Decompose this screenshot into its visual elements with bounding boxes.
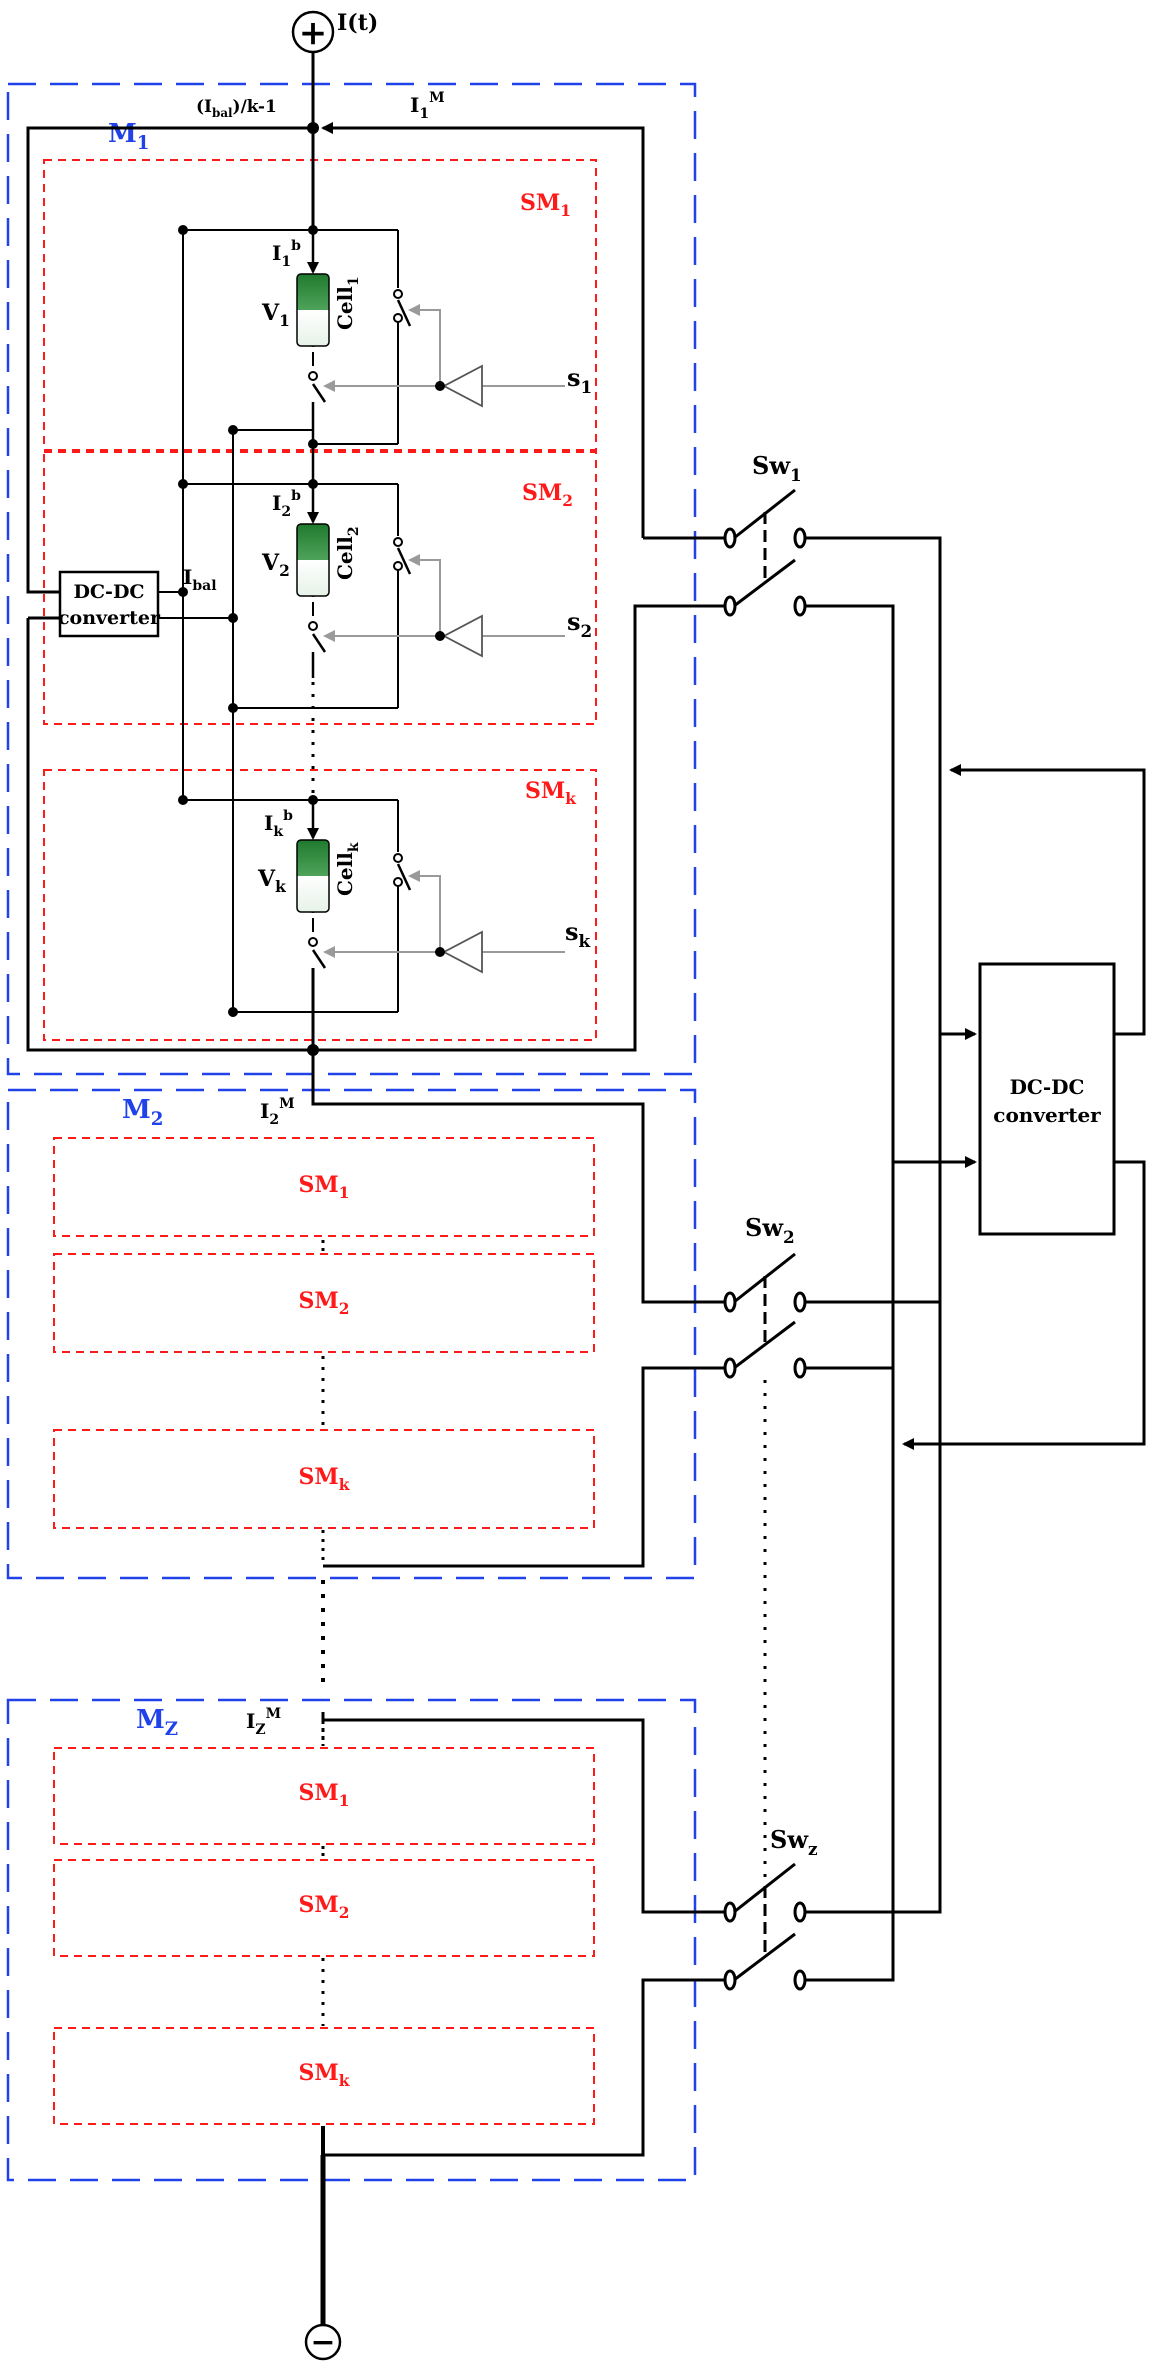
- m2-sm2-label: SM2: [299, 1288, 350, 1318]
- cell-2-name-label: Cell2: [333, 526, 362, 580]
- m2-submodule-k-border: [53, 1429, 595, 1529]
- negative-symbol: −: [310, 2325, 335, 2360]
- control-signal-wiring: [323, 304, 565, 958]
- m1-sm1-label: SM1: [520, 190, 571, 220]
- switch-sw1-label: Sw1: [752, 451, 802, 485]
- module-2-label: M2: [122, 1095, 163, 1130]
- m2-smk-label: SMk: [299, 1464, 350, 1494]
- module-z-current-label: IZM: [246, 1706, 281, 1738]
- inverter-k-icon: [442, 930, 483, 974]
- mz-submodule-2-border: [53, 1859, 595, 1957]
- module-z-border: [6, 1698, 697, 2182]
- m1-submodule-2-border: [43, 451, 597, 725]
- module-1-current-label: I1M: [410, 90, 445, 122]
- balance-current-label: (Ibal)/k-1: [196, 97, 277, 120]
- switch-sw2-label: Sw2: [745, 1213, 795, 1247]
- m2-submodule-2-border: [53, 1253, 595, 1353]
- input-current-label: I(t): [337, 10, 378, 36]
- cell-k-icon: [296, 839, 330, 913]
- main-converter-line1: DC-DC: [1010, 1075, 1085, 1099]
- module-z-wiring: [320, 1712, 725, 2325]
- switch-sw1: [723, 488, 807, 617]
- mz-submodule-1-border: [53, 1747, 595, 1845]
- mz-smk-label: SMk: [299, 2060, 350, 2090]
- cell-1-current-label: I1b: [272, 238, 301, 270]
- module-1-junctions: [178, 122, 319, 1056]
- m1-submodule-k-border: [43, 769, 597, 1041]
- signal-1-label: s1: [567, 363, 592, 397]
- module-1-border: [6, 82, 697, 1076]
- module-1-converter-line1: DC-DC: [73, 581, 144, 603]
- cell-k-voltage-label: Vk: [257, 866, 286, 896]
- mz-sm1-label: SM1: [299, 1780, 350, 1810]
- cell-1-name-label: Cell1: [333, 276, 362, 330]
- module-1-wiring: [26, 52, 725, 1100]
- signal-inverters: [442, 364, 483, 974]
- main-converter-box: [978, 962, 1116, 1236]
- module-1-converter-box: [58, 570, 160, 638]
- m1-smk-label: SMk: [525, 778, 576, 808]
- ibal-label: Ibal: [183, 565, 217, 594]
- negative-terminal: −: [304, 2323, 342, 2361]
- module-1-converter-line2: converter: [58, 607, 161, 629]
- main-converter-line2: converter: [993, 1103, 1101, 1127]
- module-z-label: MZ: [136, 1705, 178, 1740]
- cell-2-voltage-label: V2: [261, 550, 290, 580]
- cell-k-name-label: Cellk: [333, 842, 362, 896]
- module-2-current-label: I2M: [260, 1096, 295, 1128]
- mz-sm2-label: SM2: [299, 1892, 350, 1922]
- signal-k-label: sk: [565, 917, 591, 951]
- switch-sw2: [723, 1252, 807, 1379]
- inverter-junctions: [435, 381, 445, 957]
- cell-2-current-label: I2b: [272, 488, 301, 520]
- cell-2-icon: [296, 523, 330, 597]
- m2-sm1-label: SM1: [299, 1172, 350, 1202]
- positive-terminal: +: [291, 10, 335, 54]
- module-2-border: [6, 1088, 697, 1580]
- inverter-2-icon: [442, 614, 483, 658]
- switch-swz-label: Swz: [770, 1825, 818, 1859]
- mz-submodule-k-border: [53, 2027, 595, 2125]
- cell-1-icon: [296, 273, 330, 347]
- signal-2-label: s2: [567, 607, 592, 641]
- cell-k-current-label: Ikb: [264, 808, 293, 840]
- module-2-wiring: [311, 1100, 725, 1690]
- m1-sm2-label: SM2: [522, 480, 573, 510]
- positive-symbol: +: [299, 13, 328, 53]
- module-1-label: M1: [108, 119, 149, 154]
- right-bus-wiring: [805, 536, 1146, 1982]
- m2-submodule-1-border: [53, 1137, 595, 1237]
- cell-1-voltage-label: V1: [261, 300, 290, 330]
- battery-cells: [296, 273, 330, 913]
- switch-swz: [723, 1862, 807, 1991]
- inverter-1-icon: [442, 364, 483, 408]
